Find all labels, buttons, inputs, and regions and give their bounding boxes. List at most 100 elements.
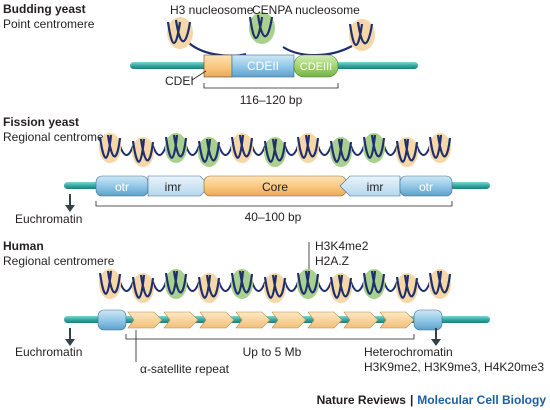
- human-subtitle: Regional centromere: [3, 254, 115, 268]
- human-nucleosome-array: [98, 269, 452, 303]
- euchromatin-arrow-head: [65, 339, 75, 346]
- imr-left-label: imr: [165, 180, 182, 194]
- dna-wrap: [230, 270, 254, 295]
- cenpa-nucleosome: [197, 137, 221, 167]
- cdei-leader: [191, 70, 207, 81]
- dna-wrap: [131, 274, 155, 299]
- dna-wrap: [329, 274, 353, 299]
- dna-wrap: [248, 14, 274, 40]
- h3-nucleosome: [263, 273, 287, 303]
- heterochromatin-arrow-head: [431, 339, 441, 346]
- alpha-satellite-repeat-arrow: [235, 311, 271, 329]
- dna-wrap: [329, 138, 353, 163]
- otr-left-label: otr: [115, 180, 129, 194]
- h3-histone-core: [349, 19, 375, 51]
- h3-nucleosome: [131, 137, 155, 167]
- h3-nucleosome: [230, 133, 254, 163]
- human-panel: Human Regional centromere H3K4me2 H2A.Z …: [3, 239, 544, 376]
- cenpa-nucleosome-label: CENPA nucleosome: [252, 3, 360, 17]
- h3-nucleosome: [131, 273, 155, 303]
- fission-nucleosome-array: [98, 133, 452, 167]
- dna-wrap: [395, 138, 419, 163]
- fission-title: Fission yeast: [3, 115, 79, 129]
- cenpa-nucleosome: [164, 133, 188, 163]
- dna-wrap: [428, 134, 452, 159]
- dna-wrap: [362, 270, 386, 295]
- heterochromatin-left-block: [97, 309, 127, 331]
- footer-journal: Molecular Cell Biology: [417, 393, 546, 407]
- footer: Nature Reviews|Molecular Cell Biology: [317, 393, 547, 407]
- otr-right-label: otr: [419, 180, 433, 194]
- alpha-satellite-repeat-arrow: [127, 311, 163, 329]
- human-size-bracket: [125, 334, 415, 340]
- cdeiii-region: [293, 54, 339, 78]
- linker-dna: [119, 145, 431, 156]
- cenpa-nucleosome: [248, 12, 275, 44]
- cdeii-label: CDEII: [247, 59, 279, 73]
- human-marks-line1: H3K4me2: [315, 239, 369, 253]
- euchromatin-arrow-head: [65, 205, 75, 212]
- alpha-satellite-repeat-arrow: [163, 311, 199, 329]
- heterochromatin-marks-label: H3K9me2, H3K9me3, H4K20me3: [364, 360, 544, 374]
- h3-nucleosome: [197, 273, 221, 303]
- dna-wrap: [131, 138, 155, 163]
- cenpa-nucleosome: [329, 137, 353, 167]
- cenpa-nucleosome: [362, 133, 386, 163]
- dna-wrap: [263, 274, 287, 299]
- fission-subtitle: Regional centromere: [3, 130, 115, 144]
- h3-nucleosome: [395, 137, 419, 167]
- dna-wrap: [166, 19, 192, 45]
- cenpa-histone-core: [249, 12, 275, 44]
- alpha-satellite-array: [127, 311, 415, 329]
- fission-size-bracket: [95, 201, 453, 207]
- dna-wrap: [164, 270, 188, 295]
- alpha-satellite-repeat-arrow: [199, 311, 235, 329]
- dna-wrap: [197, 138, 221, 163]
- linker-dna: [119, 281, 431, 292]
- dna-wrap: [348, 21, 374, 47]
- cdei-region: [203, 54, 233, 78]
- dna-wrap: [98, 270, 122, 295]
- budding-title: Budding yeast: [3, 2, 86, 16]
- cenpa-nucleosome: [263, 137, 287, 167]
- cenpa-nucleosome: [164, 269, 188, 299]
- cenpa-nucleosome: [230, 269, 254, 299]
- dna-wrap: [98, 134, 122, 159]
- human-title: Human: [3, 239, 44, 253]
- footer-credit: Nature Reviews|Molecular Cell Biology: [317, 393, 547, 407]
- cenpa-nucleosome: [362, 269, 386, 299]
- human-size-label: Up to 5 Mb: [243, 345, 302, 359]
- dna-wrap: [197, 274, 221, 299]
- fission-euchromatin-label: Euchromatin: [15, 212, 82, 226]
- alpha-satellite-label: α-satellite repeat: [140, 362, 230, 376]
- budding-size-label: 116–120 bp: [240, 93, 303, 107]
- h3-nucleosome: [98, 133, 122, 163]
- dna-wrap: [164, 134, 188, 159]
- dna-wrap: [230, 134, 254, 159]
- alpha-satellite-repeat-arrow: [307, 311, 343, 329]
- fission-size-label: 40–100 bp: [245, 210, 302, 224]
- dna-wrap: [263, 138, 287, 163]
- fission-yeast-panel: Fission yeast Regional centromere otr im…: [3, 115, 490, 226]
- budding-yeast-panel: Budding yeast Point centromere CDEII CDE…: [3, 2, 418, 107]
- dna-wrap: [395, 274, 419, 299]
- alpha-satellite-repeat-arrow: [379, 311, 415, 329]
- budding-linker-dna: [185, 39, 353, 57]
- otr-right-region: [399, 175, 453, 197]
- core-label: Core: [262, 180, 288, 194]
- h3-histone-core: [167, 17, 193, 49]
- dna-wrap: [362, 134, 386, 159]
- budding-size-bracket: [203, 83, 339, 89]
- human-marks-line2: H2A.Z: [315, 254, 349, 268]
- footer-publisher: Nature Reviews: [317, 393, 407, 407]
- h3-nucleosome: [98, 269, 122, 299]
- budding-subtitle: Point centromere: [3, 17, 95, 31]
- heterochromatin-right-block: [413, 309, 443, 331]
- dna-wrap: [296, 270, 320, 295]
- h3-nucleosome: [166, 17, 193, 49]
- h3-nucleosome: [395, 273, 419, 303]
- h3-nucleosome-label: H3 nucleosome: [170, 3, 254, 17]
- alpha-satellite-repeat-arrow: [343, 311, 379, 329]
